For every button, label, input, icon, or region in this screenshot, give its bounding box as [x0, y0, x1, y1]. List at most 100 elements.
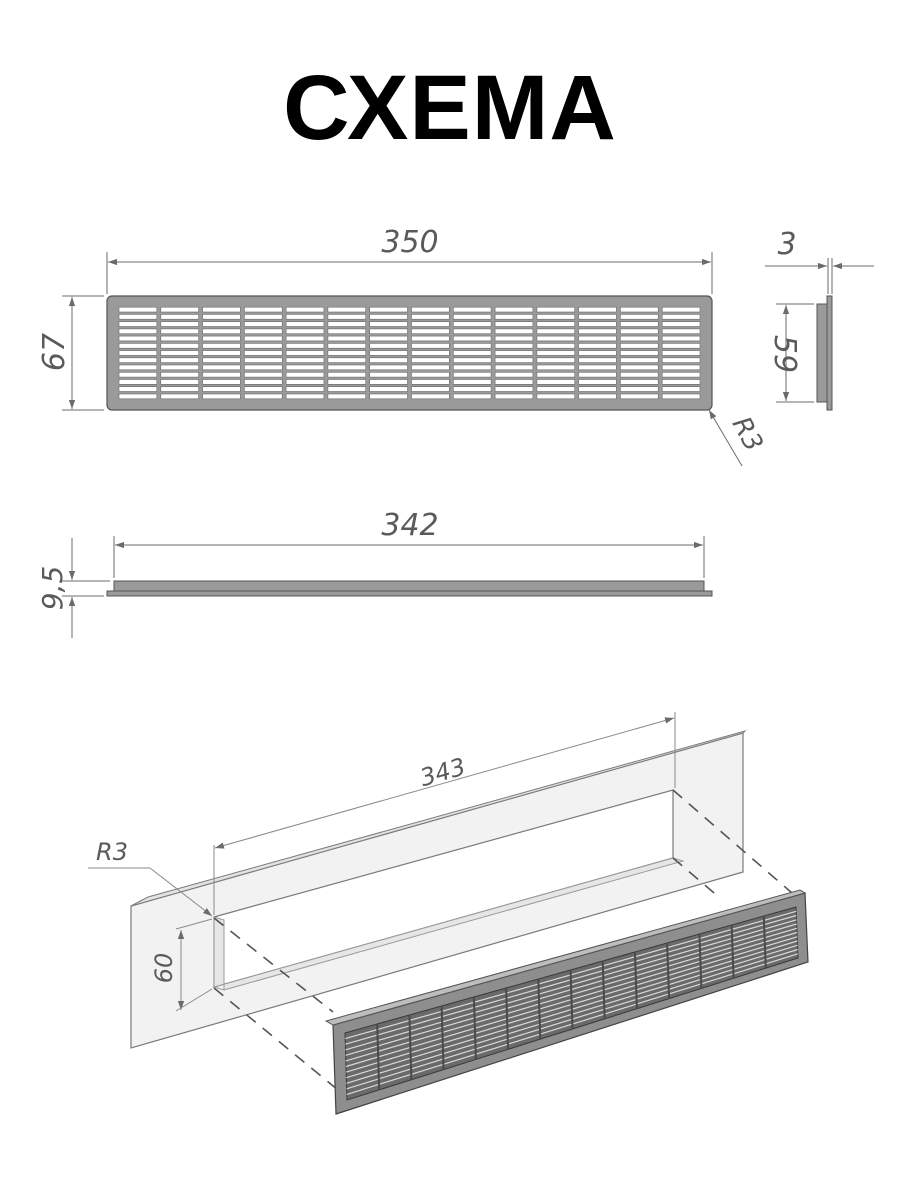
iso-r3-leader	[149, 867, 213, 917]
grille-slot	[118, 386, 158, 392]
grille-slot	[661, 350, 701, 356]
grille-slot	[578, 386, 617, 392]
iso-projection-line-1	[213, 917, 334, 1013]
grille-slot	[494, 335, 534, 342]
grille-slot	[661, 393, 701, 400]
grille-slot	[118, 364, 158, 371]
grille-slot	[327, 321, 366, 327]
iso-grille-rib-vertical	[408, 1014, 413, 1080]
grille-slot	[285, 393, 325, 400]
grille-slot	[494, 328, 534, 334]
grille-slot	[536, 386, 576, 392]
grille-slot	[578, 328, 617, 334]
grille-slot	[244, 364, 283, 371]
grille-slot	[411, 393, 450, 400]
grille-slot	[411, 364, 450, 371]
grille-slot	[202, 393, 241, 400]
grille-slot	[202, 328, 241, 334]
grille-slot	[160, 371, 199, 378]
grille-slot	[327, 393, 366, 400]
grille-slot	[369, 357, 408, 363]
dim-67-label: 67	[37, 333, 72, 371]
grille-slot	[202, 379, 241, 385]
iso-grille-rib-vertical	[505, 987, 510, 1050]
grille-slot	[118, 306, 158, 313]
iso-grille-rib-vertical	[601, 960, 606, 1019]
grille-slot	[661, 335, 701, 342]
grille-slot	[327, 350, 366, 356]
grille-slot	[661, 386, 701, 392]
grille-slot	[160, 343, 199, 349]
grille-slot	[160, 335, 199, 342]
grille-slot	[327, 364, 366, 371]
side-profile-body	[816, 303, 829, 403]
grille-slot	[369, 343, 408, 349]
grille-slot	[452, 393, 492, 400]
grille-slot	[244, 357, 283, 363]
grille-slot	[285, 328, 325, 334]
grille-slot	[536, 393, 576, 400]
grille-slot	[661, 321, 701, 327]
grille-slot	[244, 371, 283, 378]
grille-slot	[578, 393, 617, 400]
grille-slot	[285, 306, 325, 313]
grille-slot	[411, 306, 450, 313]
grille-slot	[285, 335, 325, 342]
grille-slot	[411, 386, 450, 392]
grille-slot	[160, 386, 199, 392]
grille-slot	[536, 371, 576, 378]
grille-slot	[369, 306, 408, 313]
grille-slot	[285, 350, 325, 356]
grille-slot	[536, 306, 576, 313]
grille-slot	[369, 379, 408, 385]
grille-slot	[411, 321, 450, 327]
grille-slot	[620, 343, 659, 349]
grille-slot	[452, 306, 492, 313]
grille-slot	[369, 321, 408, 327]
grille-slot	[244, 393, 283, 400]
grille-slot	[536, 321, 576, 327]
grille-slot	[285, 379, 325, 385]
grille-slot	[118, 314, 158, 320]
grille-slots	[118, 306, 701, 400]
grille-slot	[202, 371, 241, 378]
grille-slot	[202, 386, 241, 392]
grille-slot	[620, 371, 659, 378]
grille-slot	[285, 314, 325, 320]
grille-slot	[160, 379, 199, 385]
bottom-profile-flange	[106, 590, 713, 597]
grille-slot	[536, 379, 576, 385]
grille-slot	[411, 343, 450, 349]
grille-slot	[202, 306, 241, 313]
grille-slot	[494, 371, 534, 378]
iso-r3-label: R3	[96, 838, 128, 866]
grille-slot	[452, 386, 492, 392]
grille-slot	[578, 379, 617, 385]
iso-grille-top-edge	[324, 889, 807, 1026]
grille-slot	[369, 350, 408, 356]
grille-slot	[452, 357, 492, 363]
iso-grille-rib-vertical	[666, 942, 671, 999]
grille-slot	[244, 350, 283, 356]
grille-slot	[202, 343, 241, 349]
dim-350-label: 350	[381, 225, 438, 260]
front-view: 350 67 R3	[37, 225, 768, 467]
dim-r3-leader	[708, 409, 743, 467]
grille-slot	[327, 386, 366, 392]
grille-slot	[327, 306, 366, 313]
grille-slot	[160, 328, 199, 334]
grille-slot	[620, 314, 659, 320]
iso-grille-rib-vertical	[762, 915, 767, 969]
grille-slot	[369, 314, 408, 320]
grille-slot	[118, 393, 158, 400]
grille-slot	[327, 379, 366, 385]
grille-slot	[578, 321, 617, 327]
grille-slot	[285, 343, 325, 349]
dim-60-label: 60	[150, 953, 178, 984]
dim-59-label: 59	[767, 335, 802, 373]
grille-slot	[536, 343, 576, 349]
grille-slot	[452, 328, 492, 334]
grille-slot	[411, 314, 450, 320]
grille-slot	[494, 306, 534, 313]
grille-slot	[452, 343, 492, 349]
